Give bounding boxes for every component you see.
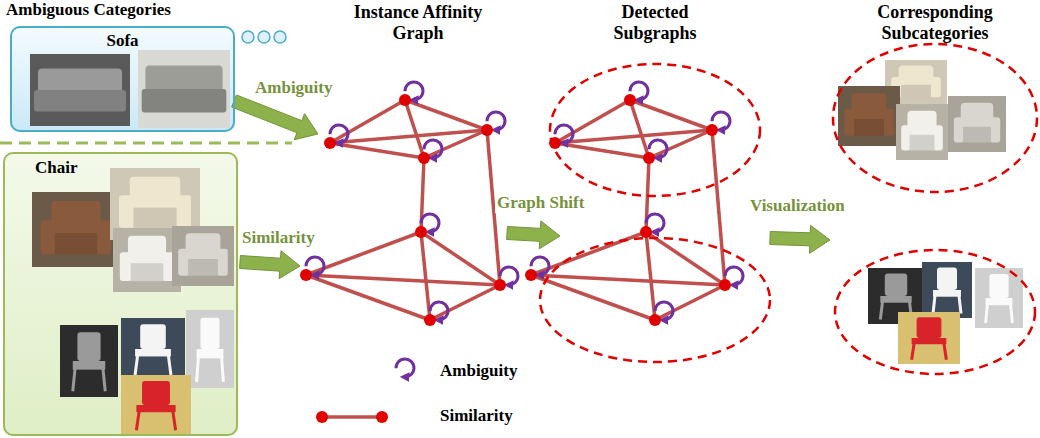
box-fill bbox=[10, 26, 235, 132]
similarity-edge bbox=[306, 232, 421, 275]
category-box: Sofa bbox=[10, 26, 235, 132]
flow-arrow bbox=[507, 221, 560, 249]
arrow-label: Visualization bbox=[748, 196, 847, 216]
instance-node bbox=[525, 269, 537, 281]
instance-node bbox=[424, 314, 436, 326]
flow-arrow bbox=[240, 251, 300, 279]
instance-node bbox=[494, 279, 506, 291]
column-heading: Ambiguous Categories bbox=[6, 0, 171, 20]
category-name: Sofa bbox=[106, 31, 138, 51]
box-fill bbox=[3, 152, 238, 436]
legend-line bbox=[322, 415, 382, 419]
similarity-edge bbox=[330, 143, 424, 158]
similarity-edge bbox=[649, 130, 712, 158]
photo bbox=[138, 50, 230, 128]
similarity-edge bbox=[421, 232, 500, 285]
subgraph-outline bbox=[833, 44, 1037, 192]
photo bbox=[30, 54, 130, 126]
category-box: Chair bbox=[3, 152, 238, 436]
instance-node bbox=[719, 279, 731, 291]
similarity-edge bbox=[655, 285, 725, 320]
arrow-label: Ambiguity bbox=[253, 78, 334, 98]
instance-node bbox=[649, 314, 661, 326]
similarity-edge bbox=[555, 143, 649, 158]
photo bbox=[60, 325, 118, 397]
photo bbox=[186, 310, 234, 388]
photo bbox=[896, 104, 948, 160]
photo bbox=[922, 262, 972, 318]
photo bbox=[113, 228, 181, 292]
photo bbox=[948, 96, 1006, 152]
instance-node bbox=[706, 124, 718, 136]
flow-arrow bbox=[232, 95, 318, 140]
photo bbox=[172, 226, 234, 286]
instance-node bbox=[640, 226, 652, 238]
instance-node bbox=[643, 152, 655, 164]
similarity-edge bbox=[430, 285, 500, 320]
column-heading: Detected Subgraphs bbox=[598, 2, 713, 43]
category-name: Chair bbox=[35, 158, 78, 178]
ellipsis-dot bbox=[258, 31, 270, 43]
photo bbox=[121, 318, 185, 380]
subgraph-outline bbox=[550, 64, 760, 196]
photo-group bbox=[30, 50, 1023, 435]
similarity-edge bbox=[531, 275, 725, 285]
similarity-edge bbox=[646, 232, 655, 320]
similarity-edge bbox=[630, 100, 712, 130]
similarity-edge bbox=[712, 130, 725, 285]
legend-label: Ambiguity bbox=[440, 361, 517, 381]
instance-node bbox=[481, 124, 493, 136]
similarity-edge bbox=[630, 100, 649, 158]
photo bbox=[121, 375, 191, 435]
subgraph-outline bbox=[540, 238, 770, 362]
similarity-edge bbox=[306, 275, 500, 285]
affinity-graph bbox=[300, 82, 518, 326]
legend-label: Similarity bbox=[440, 406, 513, 426]
instance-node bbox=[418, 152, 430, 164]
instance-node bbox=[624, 94, 636, 106]
photo bbox=[898, 312, 960, 364]
subgraph-outline bbox=[835, 250, 1035, 374]
legend-samples bbox=[316, 359, 414, 423]
instance-node bbox=[324, 137, 336, 149]
divider-line bbox=[0, 142, 292, 145]
legend-dot bbox=[376, 411, 388, 423]
flow-arrow bbox=[770, 225, 830, 253]
legend-dot bbox=[316, 411, 328, 423]
photo bbox=[32, 192, 120, 267]
similarity-edge bbox=[421, 232, 430, 320]
instance-node bbox=[415, 226, 427, 238]
similarity-edge bbox=[531, 232, 646, 275]
legend-loop bbox=[396, 359, 414, 377]
arrow-label: Similarity bbox=[240, 228, 317, 248]
photo bbox=[838, 86, 900, 146]
ellipsis-dot bbox=[242, 31, 254, 43]
column-heading: Instance Affinity Graph bbox=[338, 2, 498, 43]
ellipsis-dot bbox=[274, 31, 286, 43]
instance-node bbox=[399, 94, 411, 106]
arrow-label: Graph Shift bbox=[495, 193, 586, 213]
similarity-edge bbox=[405, 100, 487, 130]
similarity-edge bbox=[424, 130, 487, 158]
instance-node bbox=[300, 269, 312, 281]
similarity-edge bbox=[405, 100, 424, 158]
column-heading: Corresponding Subcategories bbox=[855, 2, 1015, 43]
